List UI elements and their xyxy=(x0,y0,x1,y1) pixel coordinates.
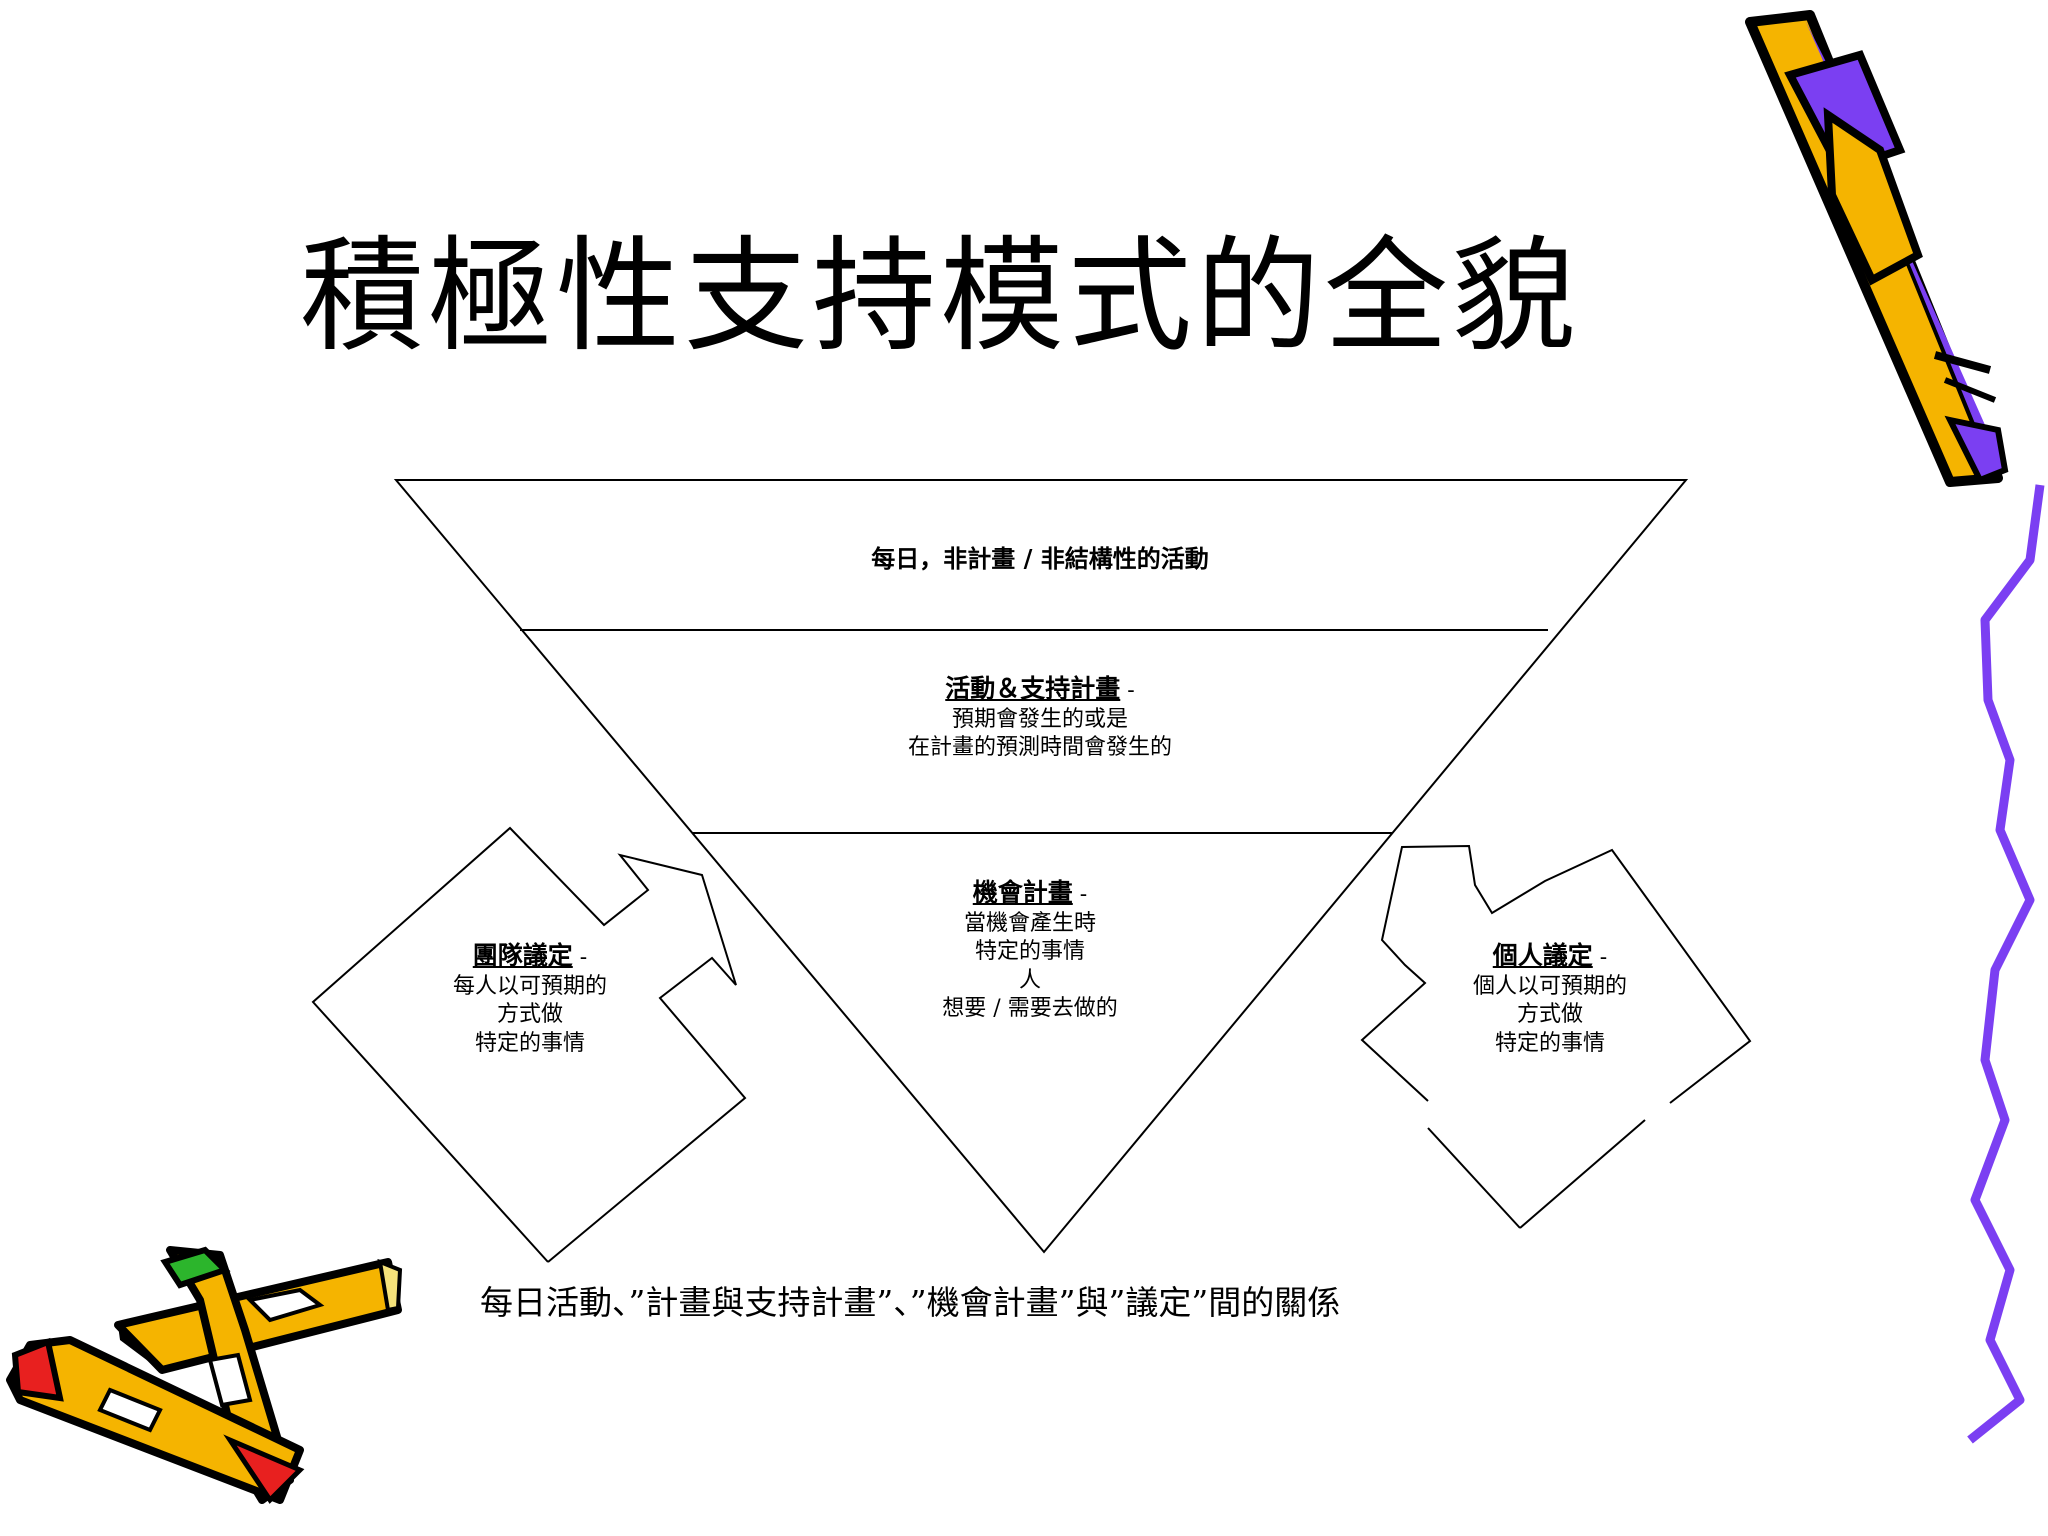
band-middle-heading: 活動＆支持計畫 xyxy=(945,674,1121,703)
slide-title: 積極性支持模式的全貌 xyxy=(300,225,1581,369)
personal-agreement-line: 方式做 xyxy=(1516,1002,1583,1028)
personal-agreement-suffix: - xyxy=(1599,945,1608,970)
diagram-caption: 每日活動、”計畫與支持計畫”、”機會計畫”與”議定”間的關係 xyxy=(480,1283,1341,1322)
personal-agreement-line: 個人以可預期的 xyxy=(1472,973,1627,999)
squiggle-line xyxy=(1967,484,2045,1444)
personal-box-lower xyxy=(1427,1127,1521,1229)
inverted-triangle xyxy=(393,479,1689,1254)
band-bottom-line: 當機會產生時 xyxy=(963,910,1096,936)
personal-box-gap xyxy=(1519,1119,1646,1229)
band-bottom-line: 人 xyxy=(1018,967,1041,993)
team-agreement-line: 每人以可預期的 xyxy=(452,973,607,999)
personal-agreement-label: 個人議定 - 個人以可預期的 方式做 特定的事情 xyxy=(1410,940,1690,1058)
band-bottom-label: 機會計畫 - 當機會產生時 特定的事情 人 想要 / 需要去做的 xyxy=(860,877,1200,1024)
personal-box-outline xyxy=(1360,844,1752,1104)
band-top-label: 每日，非計畫 / 非結構性的活動 xyxy=(871,544,1209,573)
personal-agreement-line: 特定的事情 xyxy=(1494,1030,1605,1056)
team-agreement-suffix: - xyxy=(579,945,588,970)
band-middle-label: 活動＆支持計畫 - 預期會發生的或是 在計畫的預測時間會發生的 xyxy=(780,673,1300,763)
team-agreement-heading: 團隊議定 xyxy=(472,941,573,970)
crossed-pencils-icon xyxy=(6,1246,403,1504)
team-agreement-line: 特定的事情 xyxy=(474,1030,585,1056)
band-middle-suffix: - xyxy=(1127,678,1135,703)
band-bottom-line: 特定的事情 xyxy=(974,939,1085,965)
personal-agreement-heading: 個人議定 xyxy=(1492,941,1593,970)
band-bottom-suffix: - xyxy=(1079,882,1088,907)
team-agreement-line: 方式做 xyxy=(496,1002,563,1028)
team-agreement-label: 團隊議定 - 每人以可預期的 方式做 特定的事情 xyxy=(400,940,660,1058)
band-bottom-line: 想要 / 需要去做的 xyxy=(942,996,1118,1022)
band-bottom-heading: 機會計畫 xyxy=(972,878,1073,907)
band-middle-line: 預期會發生的或是 xyxy=(951,706,1128,732)
band-middle-line: 在計畫的預測時間會發生的 xyxy=(907,735,1172,761)
team-box-outline xyxy=(311,826,747,1263)
pencil-icon xyxy=(1745,10,2009,487)
